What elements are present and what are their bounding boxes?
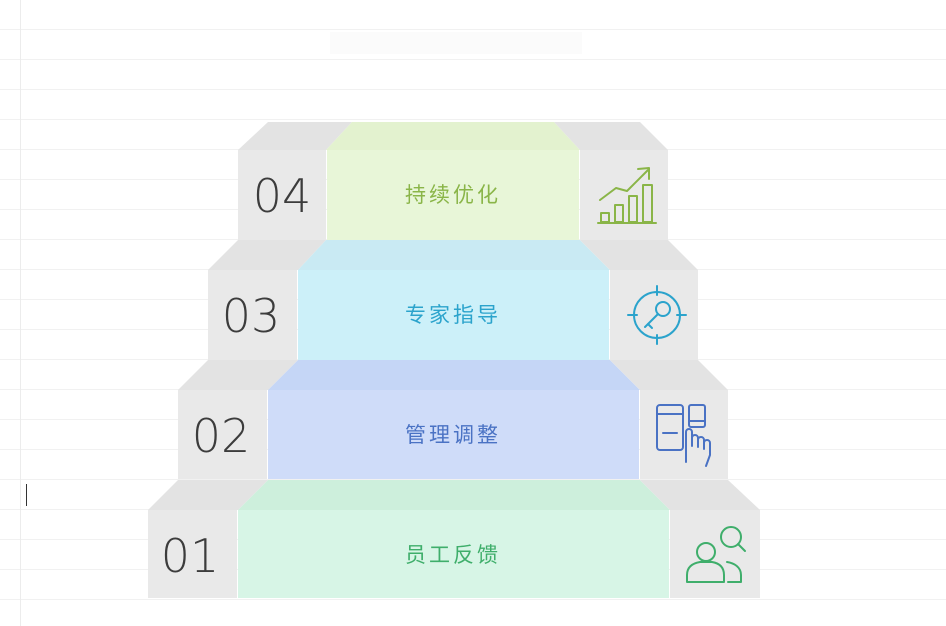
step-03-center-top-face bbox=[298, 240, 610, 270]
step-02-center-top-face bbox=[268, 360, 640, 390]
step-01-number: 01 bbox=[161, 529, 220, 583]
step-04-center-top-face bbox=[326, 122, 580, 150]
step-04-number-block bbox=[238, 150, 326, 240]
page-margin-line bbox=[20, 0, 21, 626]
step-01: 01 员工反馈 bbox=[148, 480, 760, 598]
step-02-number-block bbox=[178, 390, 267, 479]
step-01-center-top-face bbox=[238, 480, 670, 510]
growth-chart-icon bbox=[597, 167, 657, 224]
text-cursor bbox=[26, 484, 27, 506]
step-01-left-top-face bbox=[148, 480, 268, 510]
step-03-label: 专家指导 bbox=[405, 303, 501, 327]
step-01-label-block bbox=[238, 510, 669, 598]
step-03-number-block bbox=[208, 270, 297, 360]
step-04-label: 持续优化 bbox=[405, 183, 501, 207]
step-03-right-top-face bbox=[580, 240, 698, 270]
step-01-right-top-face bbox=[640, 480, 760, 510]
step-03-number: 03 bbox=[222, 289, 281, 343]
step-04-right-top-face bbox=[554, 122, 668, 150]
faded-title-placeholder bbox=[330, 32, 582, 54]
user-search-icon bbox=[686, 526, 746, 583]
step-04: 04 持续优化 bbox=[238, 122, 668, 240]
step-03-left-top-face bbox=[208, 240, 326, 270]
step-04-icon-block bbox=[580, 150, 668, 240]
target-key-icon bbox=[627, 285, 687, 345]
step-04-number: 04 bbox=[253, 169, 312, 223]
step-02: 02 管理调整 bbox=[178, 360, 728, 479]
step-02-right-top-face bbox=[610, 360, 728, 390]
step-01-label: 员工反馈 bbox=[405, 543, 501, 567]
step-02-label: 管理调整 bbox=[405, 423, 501, 447]
step-04-label-block bbox=[327, 150, 579, 240]
step-02-label-block bbox=[268, 390, 639, 479]
step-03-label-block bbox=[298, 270, 609, 360]
step-02-left-top-face bbox=[178, 360, 298, 390]
step-02-number: 02 bbox=[192, 409, 251, 463]
step-04-left-top-face bbox=[238, 122, 352, 150]
step-01-number-block bbox=[148, 510, 237, 598]
devices-touch-icon bbox=[656, 404, 711, 467]
step-03: 03 专家指导 bbox=[208, 240, 698, 360]
